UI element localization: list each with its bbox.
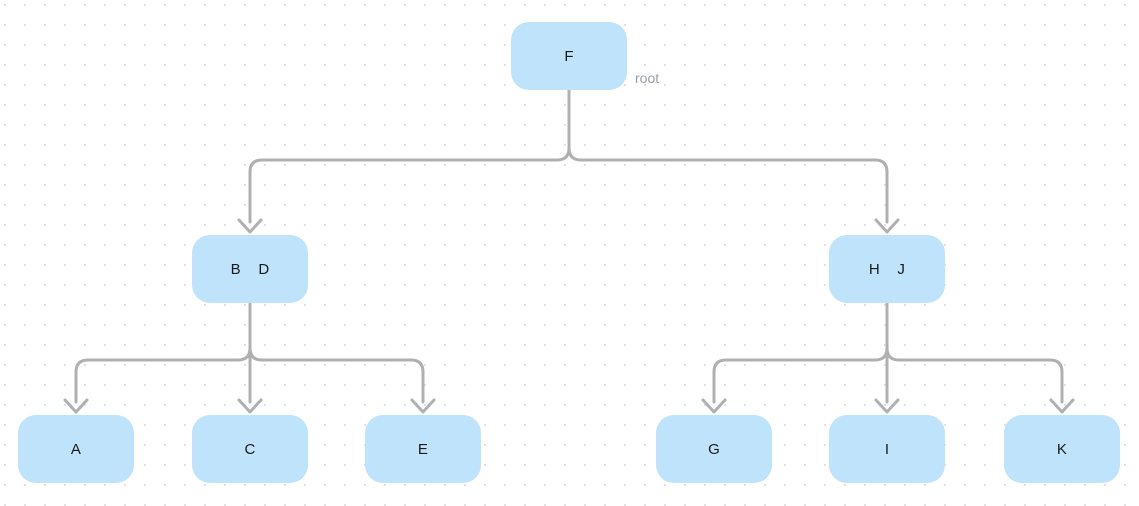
- edge-arrowhead: [701, 398, 727, 414]
- tree-node-k[interactable]: K: [1004, 415, 1120, 483]
- tree-node-f[interactable]: F: [511, 22, 627, 90]
- edge-arrowhead: [237, 218, 263, 234]
- tree-node-i[interactable]: I: [829, 415, 945, 483]
- tree-edge[interactable]: [701, 301, 889, 414]
- tree-node-g[interactable]: G: [656, 415, 772, 483]
- edge-arrowhead: [1049, 398, 1075, 414]
- tree-node-c[interactable]: C: [192, 415, 308, 483]
- tree-edge[interactable]: [567, 88, 900, 234]
- edge-arrowhead: [874, 218, 900, 234]
- tree-edge[interactable]: [248, 301, 436, 414]
- tree-node-label: H J: [868, 260, 906, 278]
- tree-node-label: B D: [230, 260, 270, 278]
- tree-node-label: G: [708, 440, 720, 458]
- tree-edge[interactable]: [885, 301, 1075, 414]
- tree-node-bd[interactable]: B D: [192, 235, 308, 303]
- tree-node-label: E: [417, 440, 429, 458]
- tree-node-label: A: [70, 440, 82, 458]
- tree-node-e[interactable]: E: [365, 415, 481, 483]
- edge-label-root: root: [635, 70, 660, 86]
- tree-node-hj[interactable]: H J: [829, 235, 945, 303]
- tree-edge[interactable]: [237, 88, 571, 234]
- tree-node-label: C: [244, 440, 256, 458]
- edge-arrowhead: [63, 398, 89, 414]
- edge-arrowhead: [874, 398, 900, 414]
- tree-node-label: K: [1056, 440, 1068, 458]
- tree-node-a[interactable]: A: [18, 415, 134, 483]
- tree-node-label: I: [884, 440, 890, 458]
- edge-arrowhead: [237, 398, 263, 414]
- edge-arrowhead: [410, 398, 436, 414]
- tree-edge[interactable]: [63, 301, 252, 414]
- tree-node-label: F: [564, 47, 574, 65]
